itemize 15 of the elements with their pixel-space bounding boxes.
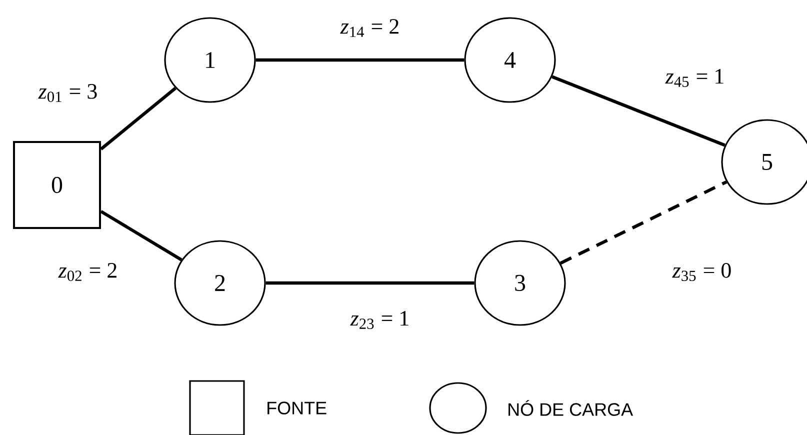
connection-line bbox=[266, 281, 474, 285]
legend-label: FONTE bbox=[268, 402, 326, 414]
connection-line bbox=[552, 75, 726, 147]
edge-label: z$_{02}$ = 2 bbox=[58, 263, 116, 282]
edge-label: z$_{14}$ = 2 bbox=[340, 19, 398, 37]
source-square: 0 bbox=[13, 141, 101, 229]
edge-label: z$_{45}$ = 1 bbox=[665, 69, 724, 87]
edge-label: z$_{23}$ = 1 bbox=[350, 311, 408, 329]
connection-line bbox=[560, 180, 728, 265]
edge-label: z$_{01}$ = 3 bbox=[38, 84, 97, 102]
edge-label: z$_{35}$ = 0 bbox=[672, 262, 731, 282]
legend-label: NÓ DE CARGA bbox=[508, 400, 634, 416]
connection-line bbox=[100, 210, 182, 262]
connection-line bbox=[100, 86, 177, 150]
connection-line bbox=[256, 58, 464, 62]
